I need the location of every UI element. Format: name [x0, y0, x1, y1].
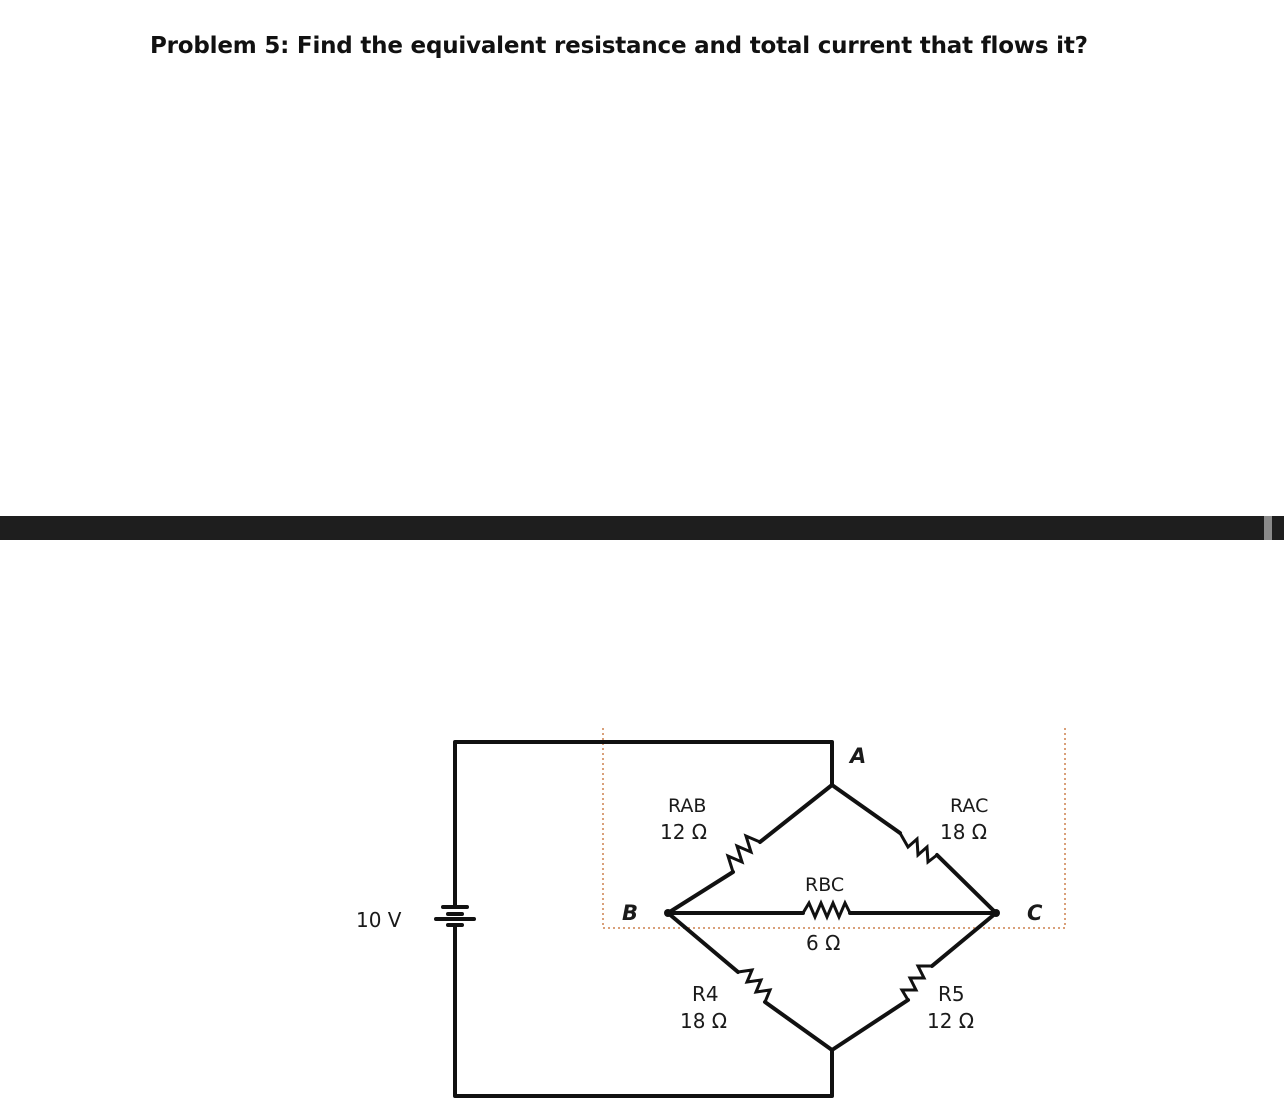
divider-bar: [0, 516, 1284, 540]
rbc-value-label: 6 Ω: [806, 931, 840, 955]
r4-name-label: R4: [692, 982, 719, 1006]
node-b-label: B: [622, 901, 638, 925]
divider-scroll-marker: [1264, 516, 1272, 540]
dotted-guides: [602, 728, 1066, 929]
r5-name-label: R5: [938, 982, 965, 1006]
node-a-label: A: [848, 744, 866, 768]
resistor-r4: [666, 911, 834, 1052]
rab-value-label: 12 Ω: [660, 820, 707, 844]
wire-bottom: [453, 923, 834, 1098]
resistor-rac: [830, 783, 998, 915]
r4-value-label: 18 Ω: [680, 1009, 727, 1033]
wire-top: [453, 740, 834, 909]
source-voltage-label: 10 V: [356, 908, 402, 932]
resistor-rbc: [666, 899, 998, 921]
node-c-dot: [992, 909, 1000, 917]
rab-name-label: RAB: [668, 795, 706, 817]
r5-value-label: 12 Ω: [927, 1009, 974, 1033]
rbc-name-label: RBC: [805, 874, 844, 896]
node-c-label: C: [1027, 901, 1043, 925]
resistor-rab: [666, 783, 834, 915]
node-b-dot: [664, 909, 672, 917]
problem-title: Problem 5: Find the equivalent resistanc…: [150, 33, 1088, 59]
rac-name-label: RAC: [950, 795, 988, 817]
rac-value-label: 18 Ω: [940, 820, 987, 844]
battery-symbol: [434, 905, 476, 927]
resistor-r5: [830, 911, 998, 1052]
